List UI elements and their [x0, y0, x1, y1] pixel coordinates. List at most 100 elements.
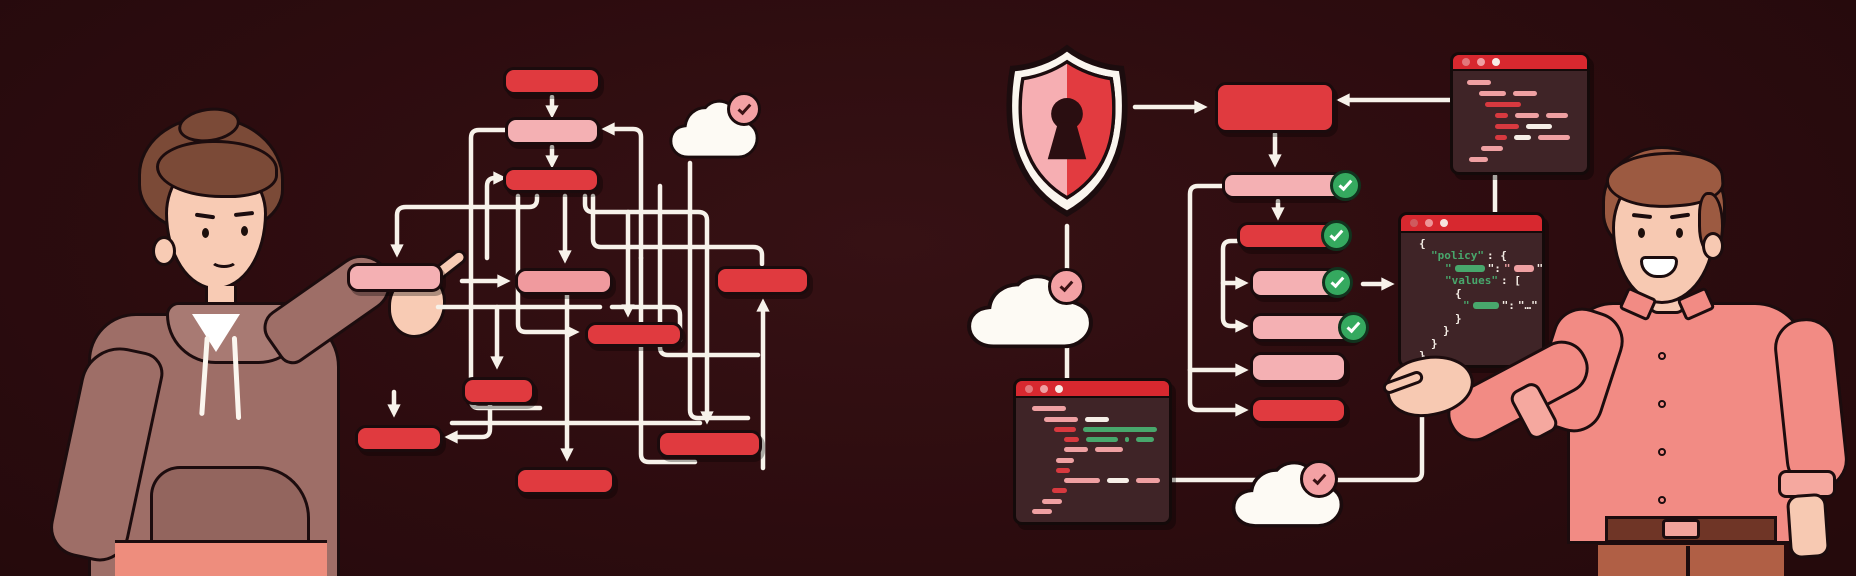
flow-node-right-top: [1215, 82, 1335, 133]
code-line: }: [1455, 313, 1536, 324]
right-person-leg-seam: [1686, 546, 1690, 576]
right-person-button: [1658, 352, 1666, 360]
code-token: }: [1431, 336, 1438, 350]
code-line: [1056, 467, 1163, 473]
window-dot: [1492, 58, 1500, 66]
flow-node-b2: [355, 425, 443, 452]
code-line: [1479, 91, 1581, 96]
code-body: [1016, 398, 1169, 522]
code-token: : [: [1500, 274, 1521, 288]
code-line: [1032, 508, 1163, 514]
redacted-code-bar: [1086, 437, 1118, 442]
redacted-code-bar: [1125, 437, 1129, 442]
redacted-code-bar: [1513, 91, 1537, 96]
redacted-code-bar: [1042, 498, 1062, 504]
redacted-code-bar: [1514, 135, 1531, 140]
flow-arrow: [1187, 183, 1249, 417]
window-dot: [1055, 384, 1063, 393]
redacted-code-bar: [1495, 124, 1519, 129]
flow-arrow: [484, 171, 507, 261]
left-person-eye: [202, 228, 209, 238]
code-line: [1064, 478, 1163, 483]
code-line: [1064, 447, 1163, 453]
right-person-smile: [1640, 256, 1678, 278]
redacted-code-bar: [1044, 416, 1078, 422]
keyhole-icon: [1047, 98, 1087, 160]
code-line: {: [1419, 238, 1536, 249]
flow-node-m1: [515, 268, 613, 295]
redacted-code-bar: [1056, 457, 1074, 463]
right-person-button: [1658, 496, 1666, 504]
checklist-item-6: [1250, 397, 1347, 424]
code-token: ": [1445, 261, 1452, 275]
redacted-code-bar: [1495, 135, 1507, 140]
window-dot: [1040, 384, 1048, 393]
flow-node-t3: [503, 167, 600, 193]
right-person-eye: [1676, 228, 1683, 238]
flow-node-t1: [503, 67, 601, 95]
code-token: {: [1419, 236, 1426, 250]
redacted-code-bar: [1481, 146, 1503, 151]
right-person-button: [1658, 448, 1666, 456]
redacted-code-bar: [1056, 467, 1070, 473]
flow-arrow: [444, 387, 493, 444]
redacted-code-bar: [1095, 447, 1123, 453]
flow-wire: [609, 304, 683, 343]
check-icon: [1322, 267, 1353, 298]
flow-wire: [590, 193, 765, 267]
code-token: ": [1463, 299, 1470, 313]
check-icon: [1321, 220, 1352, 251]
code-token: "values": [1445, 274, 1498, 288]
redacted-code-bar: [1454, 264, 1485, 272]
code-line: [1469, 157, 1581, 162]
code-line: }: [1431, 338, 1536, 349]
redacted-code-bar: [1515, 113, 1539, 118]
code-token: {: [1455, 286, 1462, 300]
redacted-code-bar: [1467, 80, 1491, 85]
code-token: }: [1443, 324, 1450, 338]
code-token: : {: [1486, 249, 1507, 263]
flow-wire: [638, 255, 698, 465]
code-line: "policy": {: [1431, 250, 1536, 261]
redacted-code-bar: [1469, 157, 1488, 162]
left-person-fringe: [156, 140, 278, 198]
cloud-check-icon: [1300, 460, 1338, 498]
redacted-code-bar: [1546, 113, 1568, 118]
code-line: [1467, 80, 1581, 85]
left-person-ear-icon: [152, 236, 176, 266]
window-titlebar: [1453, 55, 1587, 71]
code-line: [1042, 498, 1163, 504]
window-titlebar: [1401, 215, 1542, 233]
redacted-code-bar: [1136, 478, 1160, 483]
redacted-code-bar: [1495, 113, 1508, 118]
flow-node-r2: [657, 430, 762, 458]
flow-node-r1: [585, 322, 683, 347]
flow-wire: [657, 183, 761, 358]
code-token: ":: [1487, 261, 1501, 275]
window-dot: [1025, 384, 1033, 393]
check-icon: [1330, 169, 1361, 201]
flow-arrow: [390, 193, 540, 258]
redacted-code-bar: [1032, 406, 1066, 412]
window-dot: [1462, 58, 1470, 66]
code-body: {"policy": {"":"","values": [{"":"…"}}}}: [1401, 233, 1542, 365]
flow-node-rm: [715, 266, 810, 295]
window-dot: [1425, 219, 1433, 227]
window-dot: [1477, 58, 1485, 66]
code-line: [1481, 146, 1581, 151]
code-token: ": [1503, 261, 1511, 275]
flow-node-b3: [515, 467, 615, 495]
flow-wire: [1169, 367, 1425, 483]
redacted-code-bar: [1107, 478, 1129, 483]
right-person-belt-buckle: [1662, 519, 1700, 539]
flow-node-l1: [347, 263, 443, 292]
code-line: {: [1455, 288, 1536, 299]
code-line: [1044, 416, 1163, 422]
code-line: "values": [: [1445, 275, 1536, 286]
redacted-code-bar: [1485, 102, 1521, 107]
cloud-check-icon: [1048, 268, 1085, 305]
code-token: "…": [1517, 299, 1538, 313]
code-line: [1056, 457, 1163, 463]
left-person-smile: [210, 252, 238, 268]
window-titlebar: [1016, 381, 1169, 398]
